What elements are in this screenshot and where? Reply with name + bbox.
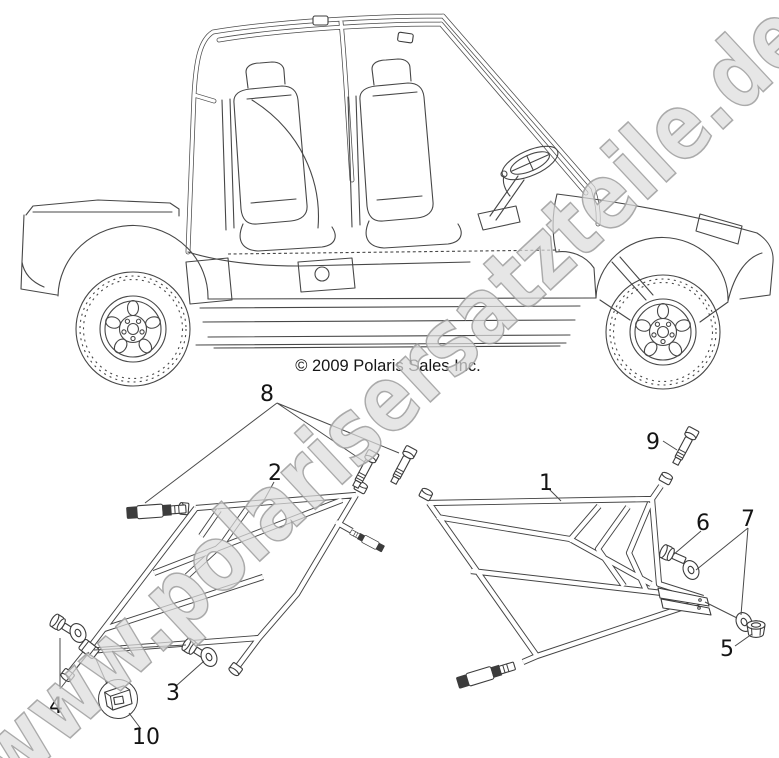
callout-5: 5 (720, 637, 734, 662)
bolt-part-6 (657, 543, 689, 568)
callout-8: 8 (260, 382, 274, 407)
callout-7: 7 (741, 507, 755, 532)
callout-numbers: 1 2 3 4 5 6 7 8 9 10 (49, 382, 755, 750)
front-seat (347, 58, 462, 249)
callout-2: 2 (268, 461, 282, 486)
left-rail-diagram (47, 444, 418, 719)
tube-cap (418, 486, 435, 502)
rear-wheel (75, 271, 191, 387)
mount-bracket (78, 638, 100, 660)
callout-10: 10 (132, 725, 160, 750)
copyright-text: © 2009 Polaris Sales Inc. (295, 357, 481, 375)
right-rail-diagram (418, 425, 766, 690)
washer-part-3 (197, 644, 221, 670)
bottom-rail-bolt (455, 658, 517, 690)
callout-1: 1 (539, 471, 553, 496)
bolt-part-9 (669, 425, 700, 468)
front-wheel (605, 274, 721, 390)
vehicle-side-view-drawing (20, 13, 774, 390)
steering-wheel (477, 145, 559, 231)
callout-4: 4 (49, 694, 63, 719)
side-stub-bolt (348, 527, 386, 553)
callout-6: 6 (696, 511, 710, 536)
vehicle-body (20, 193, 774, 349)
callout-leader-lines (59, 402, 753, 730)
bolt-part-8 (125, 501, 187, 521)
tube-cap (658, 470, 675, 486)
roll-cage (185, 13, 601, 255)
detail-circle (98, 679, 138, 719)
roof-clamp (397, 31, 414, 44)
roof-clamp (312, 15, 329, 26)
nut-part-5 (746, 620, 766, 638)
callout-9: 9 (646, 430, 660, 455)
callout-3: 3 (166, 681, 180, 706)
